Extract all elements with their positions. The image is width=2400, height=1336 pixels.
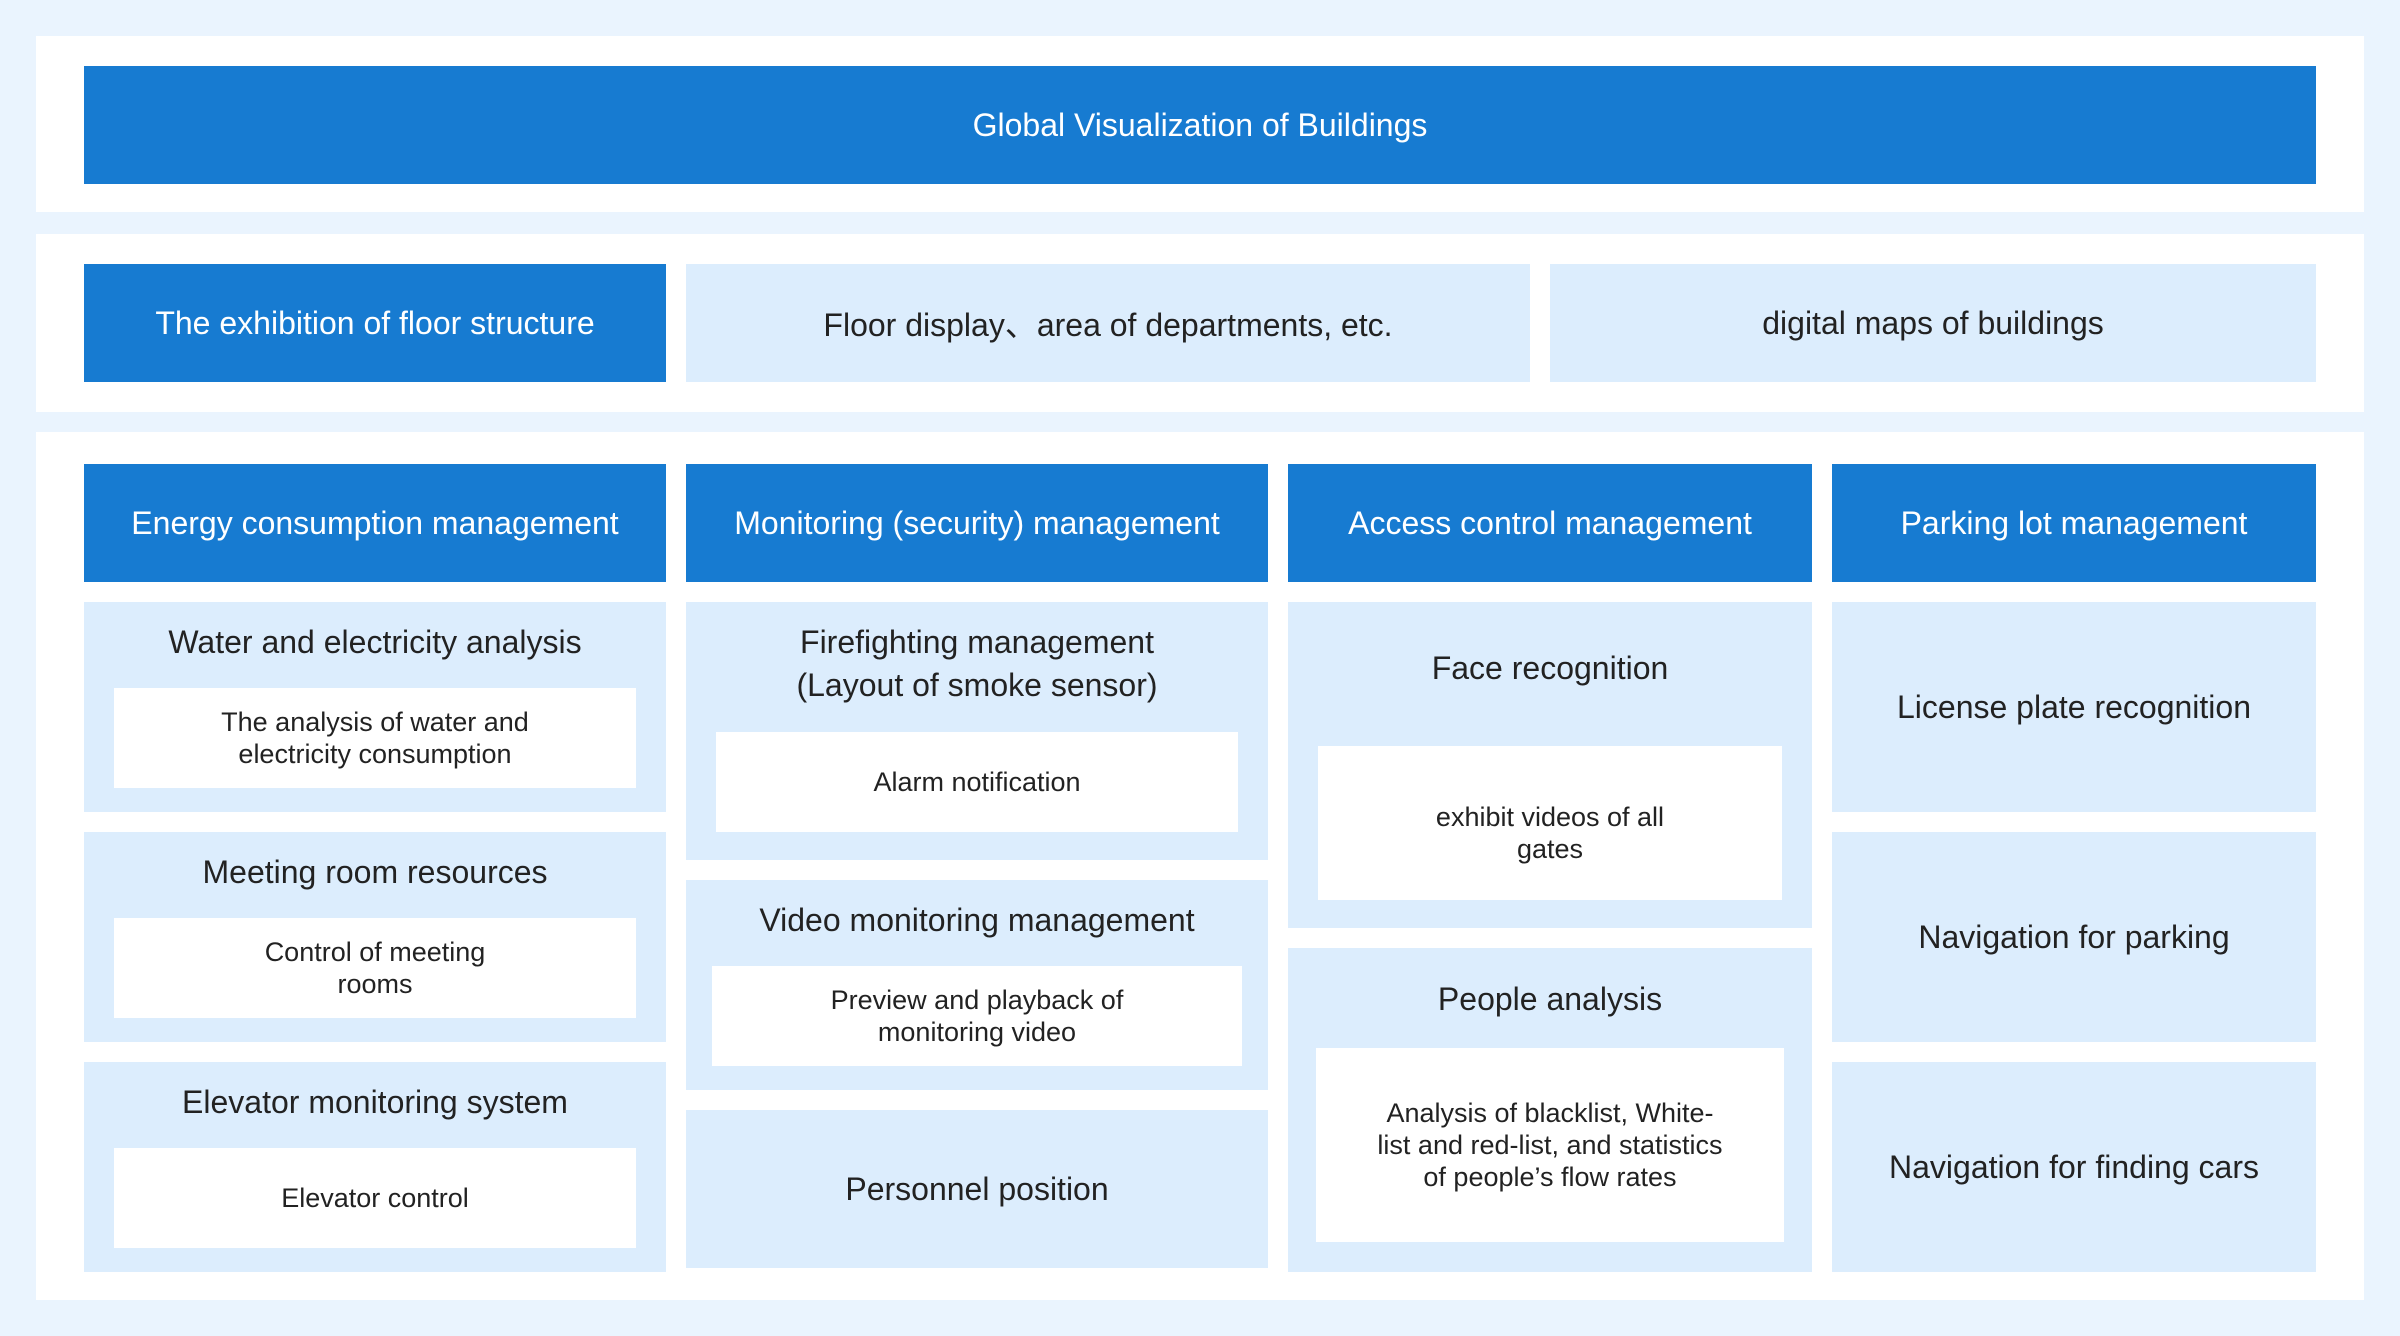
license-plate-card: License plate recognition (1832, 602, 2316, 812)
face-recognition-title: Face recognition (1431, 650, 1669, 686)
floor-display-box: Floor display、area of departments, etc. (686, 264, 1530, 382)
people-analysis-detail-text: Analysis of blacklist, White- list and r… (1377, 1098, 1723, 1192)
parking-header: Parking lot management (1832, 464, 2316, 582)
meeting-room-detail-text: Control of meeting rooms (264, 937, 486, 999)
people-analysis-card: People analysis Analysis of blacklist, W… (1288, 948, 1812, 1272)
water-electricity-card: Water and electricity analysis The analy… (84, 602, 666, 812)
elevator-title: Elevator monitoring system (182, 1084, 568, 1120)
video-monitoring-detail: Preview and playback of monitoring video (712, 966, 1242, 1066)
meeting-room-title: Meeting room resources (202, 854, 548, 890)
firefighting-title: Firefighting management (Layout of smoke… (796, 624, 1158, 703)
alarm-notification-text: Alarm notification (873, 767, 1081, 797)
water-electricity-detail-text: The analysis of water and electricity co… (221, 707, 529, 769)
meeting-room-detail: Control of meeting rooms (114, 918, 636, 1018)
parking-navigation-card: Navigation for parking (1832, 832, 2316, 1042)
gate-videos-detail-text: exhibit videos of all gates (1435, 802, 1665, 864)
firefighting-card: Firefighting management (Layout of smoke… (686, 602, 1268, 860)
gate-videos-detail: exhibit videos of all gates (1318, 746, 1782, 900)
water-electricity-title: Water and electricity analysis (168, 624, 582, 660)
access-header: Access control management (1288, 464, 1812, 582)
video-monitoring-title: Video monitoring management (759, 902, 1195, 938)
video-monitoring-detail-text: Preview and playback of monitoring video (830, 985, 1124, 1047)
personnel-position-card: Personnel position (686, 1110, 1268, 1268)
diagram-title: Global Visualization of Buildings (84, 66, 2316, 184)
water-electricity-detail: The analysis of water and electricity co… (114, 688, 636, 788)
video-monitoring-card: Video monitoring management Preview and … (686, 880, 1268, 1090)
elevator-detail-text: Elevator control (281, 1183, 469, 1213)
people-analysis-detail: Analysis of blacklist, White- list and r… (1316, 1048, 1784, 1242)
meeting-room-card: Meeting room resources Control of meetin… (84, 832, 666, 1042)
elevator-detail: Elevator control (114, 1148, 636, 1248)
monitoring-header: Monitoring (security) management (686, 464, 1268, 582)
elevator-card: Elevator monitoring system Elevator cont… (84, 1062, 666, 1272)
energy-header: Energy consumption management (84, 464, 666, 582)
people-analysis-title: People analysis (1437, 981, 1663, 1017)
face-recognition-card: Face recognition exhibit videos of all g… (1288, 602, 1812, 928)
find-car-navigation-card: Navigation for finding cars (1832, 1062, 2316, 1272)
floor-structure-header: The exhibition of floor structure (84, 264, 666, 382)
digital-maps-box: digital maps of buildings (1550, 264, 2316, 382)
alarm-notification: Alarm notification (716, 732, 1238, 832)
